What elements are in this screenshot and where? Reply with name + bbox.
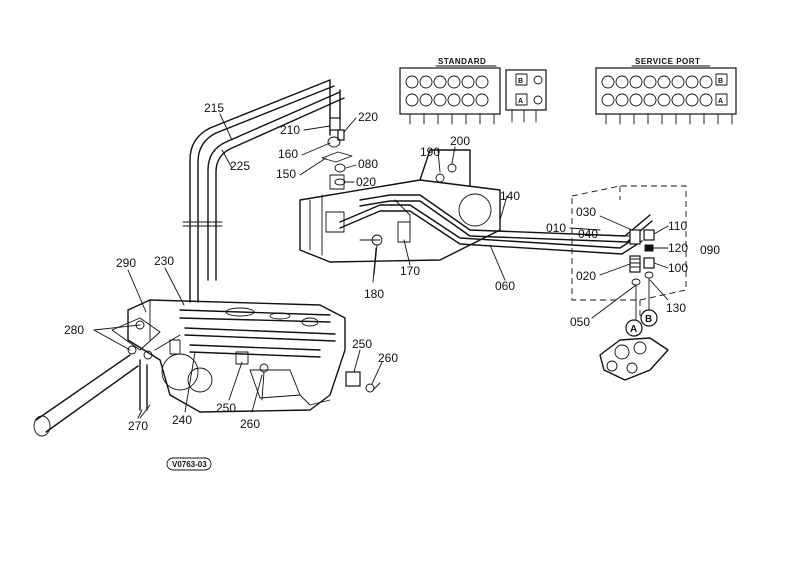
label-215: 215 — [204, 101, 224, 115]
washer-020 — [334, 178, 346, 186]
coupler-020 — [629, 255, 641, 273]
label-270: 270 — [128, 419, 148, 433]
label-020-right: 020 — [576, 269, 596, 283]
label-225: 225 — [230, 159, 250, 173]
bracket-250 — [235, 351, 249, 365]
fitting-100 — [643, 257, 655, 269]
clamp-170 — [397, 221, 411, 243]
ring-120 — [644, 244, 654, 252]
label-160: 160 — [278, 147, 298, 161]
outlet-block — [599, 337, 669, 381]
port-a-circle — [625, 319, 643, 337]
label-250-bottom: 250 — [216, 401, 236, 415]
nut-160 — [327, 136, 341, 148]
left-arm-shaft — [33, 317, 181, 437]
label-280: 280 — [64, 323, 84, 337]
valve-housing — [299, 149, 501, 276]
label-120: 120 — [668, 241, 688, 255]
label-040: 040 — [578, 227, 598, 241]
label-060: 060 — [495, 279, 515, 293]
leader-lines — [93, 113, 669, 419]
label-230: 230 — [154, 254, 174, 268]
port-b-label: B — [645, 314, 652, 325]
label-240: 240 — [172, 413, 192, 427]
label-200: 200 — [450, 134, 470, 148]
label-170: 170 — [400, 264, 420, 278]
label-190: 190 — [420, 145, 440, 159]
part-labels: 215 225 210 220 160 150 080 020 190 200 … — [64, 101, 720, 433]
fitting-stack — [321, 117, 353, 186]
return-pipes-215-225 — [182, 79, 345, 303]
service-port-valve-bank: SERVICE PORT B A — [595, 57, 737, 125]
label-090: 090 — [700, 243, 720, 257]
plate-150 — [321, 151, 353, 163]
label-290: 290 — [116, 256, 136, 270]
fitting-220 — [337, 129, 345, 141]
standard-port-a-label: A — [518, 98, 523, 105]
service-port-b-label: B — [718, 78, 723, 85]
fitting-210 — [329, 117, 341, 131]
label-260-right: 260 — [378, 351, 398, 365]
drawing-code: V0763-03 — [166, 457, 212, 471]
standard-port-block — [505, 69, 547, 111]
port-b-circle — [640, 309, 658, 327]
service-port-heading: SERVICE PORT — [635, 57, 700, 66]
bolt-260-right — [365, 383, 375, 393]
standard-heading: STANDARD — [438, 57, 486, 66]
label-020-top: 020 — [356, 175, 376, 189]
ports-a-b: A B — [599, 309, 669, 381]
label-010: 010 — [546, 221, 566, 235]
coupler-assembly-box — [571, 185, 687, 321]
label-110: 110 — [668, 219, 687, 233]
service-port-a-label: A — [718, 98, 723, 105]
label-050: 050 — [570, 315, 590, 329]
standard-port-b-label: B — [518, 78, 523, 85]
port-a-label: A — [630, 324, 637, 335]
label-080: 080 — [358, 157, 378, 171]
pump-housing — [127, 299, 346, 413]
label-030: 030 — [576, 205, 596, 219]
label-210: 210 — [280, 123, 300, 137]
fitting-110 — [643, 229, 655, 241]
label-220: 220 — [358, 110, 378, 124]
standard-valve-bank: STANDARD B A — [399, 57, 547, 125]
label-100: 100 — [668, 261, 688, 275]
hydraulic-pipes-140-060 — [339, 194, 653, 255]
label-130: 130 — [666, 301, 686, 315]
bolt-260 — [259, 363, 269, 373]
label-140: 140 — [500, 189, 520, 203]
label-250-right: 250 — [352, 337, 372, 351]
standard-valve-body — [399, 67, 501, 115]
label-180: 180 — [364, 287, 384, 301]
bracket-250-right — [345, 371, 361, 387]
service-port-valve-body — [595, 67, 737, 115]
small-parts-right — [345, 371, 381, 393]
label-150: 150 — [276, 167, 296, 181]
washer-080 — [334, 163, 346, 173]
label-260-bottom: 260 — [240, 417, 260, 431]
drawing-code-label: V0763-03 — [172, 460, 207, 469]
